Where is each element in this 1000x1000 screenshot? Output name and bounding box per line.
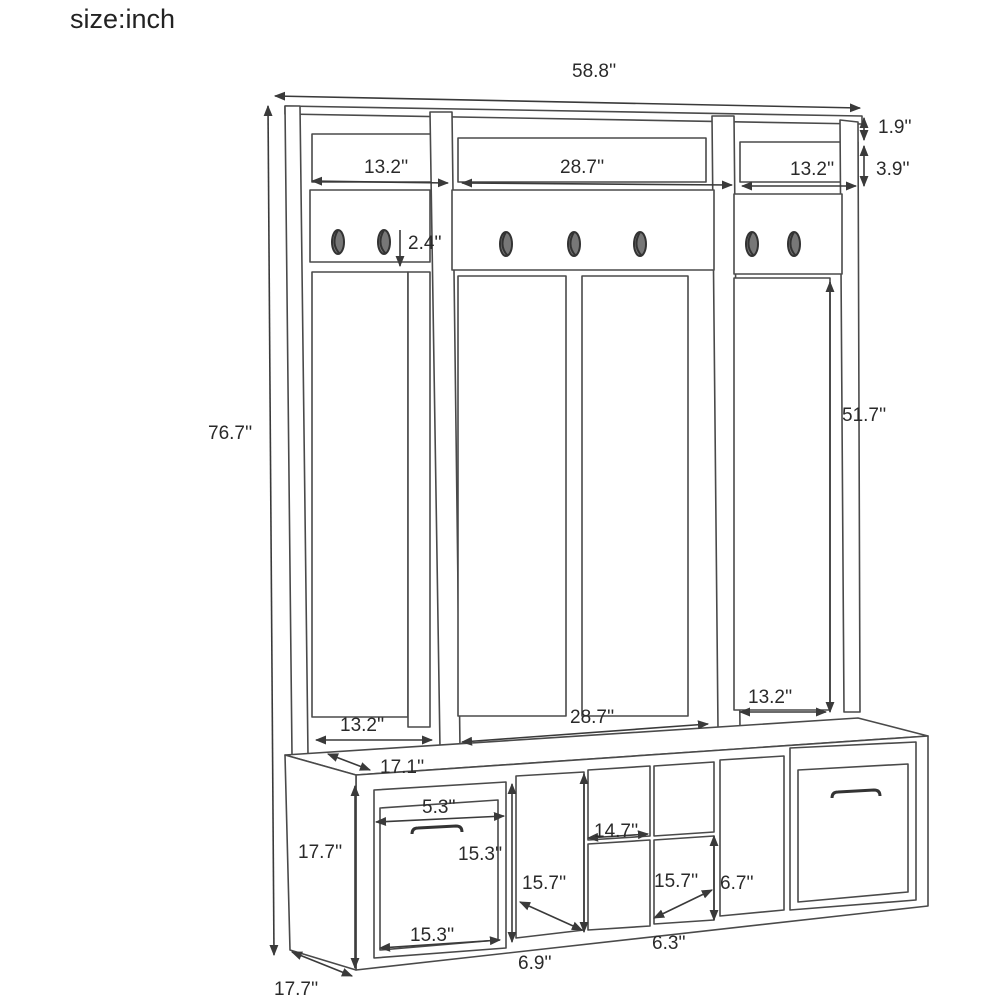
dim-shelf-center: [460, 178, 734, 190]
dimension-lines: [263, 91, 869, 977]
dim-bench-depth: [326, 753, 372, 771]
shelf-center-label: 28.7'': [560, 157, 605, 178]
top-shelf-right: [739, 141, 859, 183]
dim-drawer-top: [374, 811, 506, 827]
panel-right: [733, 277, 831, 711]
bench-center-label: 28.7'': [570, 707, 615, 728]
panel-center-b: [581, 275, 689, 717]
dim-overall-height: [263, 104, 279, 957]
coat-hook-icon: [331, 229, 345, 255]
bench-height-label: 17.7'': [298, 842, 343, 863]
coat-hooks: [331, 229, 801, 257]
cubby-center-bl: [587, 839, 651, 931]
cubby-left-height-label: 15.7'': [522, 873, 567, 894]
drawer-handle-icon: [410, 824, 464, 835]
right-post: [839, 119, 861, 713]
unit-caption: size:inch: [70, 4, 176, 34]
hook-board-left: [309, 189, 431, 263]
bench-left-label: 13.2'': [340, 715, 385, 736]
hook-board-center: [451, 189, 715, 271]
overall-height-label: 76.7'': [208, 423, 253, 444]
top-crown: [284, 105, 863, 125]
cubby-center-tr: [653, 761, 715, 837]
dim-overall-depth: [290, 951, 354, 977]
dim-bench-center: [460, 720, 710, 746]
furniture-outline: [284, 105, 929, 971]
dim-overall-width: [273, 91, 862, 113]
panel-height-label: 51.7'': [842, 405, 887, 426]
panel-left: [311, 271, 409, 718]
drawer-width-label: 15.3'': [410, 925, 455, 946]
hook-height-label: 2.4'': [408, 233, 442, 254]
bench-right-label: 13.2'': [748, 687, 793, 708]
cubby-right-height-label: 15.7'': [654, 871, 699, 892]
dim-drawer-bottom: [378, 936, 502, 952]
drawer-top-label: 5.3'': [422, 797, 456, 818]
panel-left-2: [407, 271, 431, 728]
shelf-height-label: 3.9'': [876, 159, 910, 180]
drawer-height-label: 15.3'': [458, 844, 503, 865]
overall-depth-label: 17.7'': [274, 979, 319, 1000]
cubby-right-width-label: 6.3'': [652, 933, 686, 954]
dim-cubby-center: [586, 830, 650, 842]
bench-depth-label: 17.1'': [380, 757, 425, 778]
top-trim-label: 1.9'': [878, 117, 912, 138]
overall-width-label: 58.8'': [572, 61, 617, 82]
dim-cubby-right-width: [652, 889, 714, 919]
shelf-right-label: 13.2'': [790, 159, 835, 180]
shelf-left-label: 13.2'': [364, 157, 409, 178]
panel-center-a: [457, 275, 567, 717]
left-post: [284, 105, 309, 756]
cubby-left: [515, 771, 585, 939]
coat-hook-icon: [745, 231, 759, 257]
drawer-handle-icon: [830, 788, 882, 799]
coat-hook-icon: [787, 231, 801, 257]
dim-cubby-left-width: [518, 901, 584, 931]
top-shelf-center: [457, 137, 707, 183]
cubby-center-label: 14.7'': [594, 821, 639, 842]
coat-hook-icon: [499, 231, 513, 257]
dim-shelf-left: [310, 176, 450, 188]
coat-hook-icon: [377, 229, 391, 255]
coat-hook-icon: [567, 231, 581, 257]
cubby-small-height-label: 6.7'': [720, 873, 754, 894]
right-drawer-inset: [797, 763, 909, 903]
coat-hook-icon: [633, 231, 647, 257]
cubby-left-width-label: 6.9'': [518, 953, 552, 974]
drawer-handles: [410, 788, 882, 835]
cubby-right: [719, 755, 785, 917]
